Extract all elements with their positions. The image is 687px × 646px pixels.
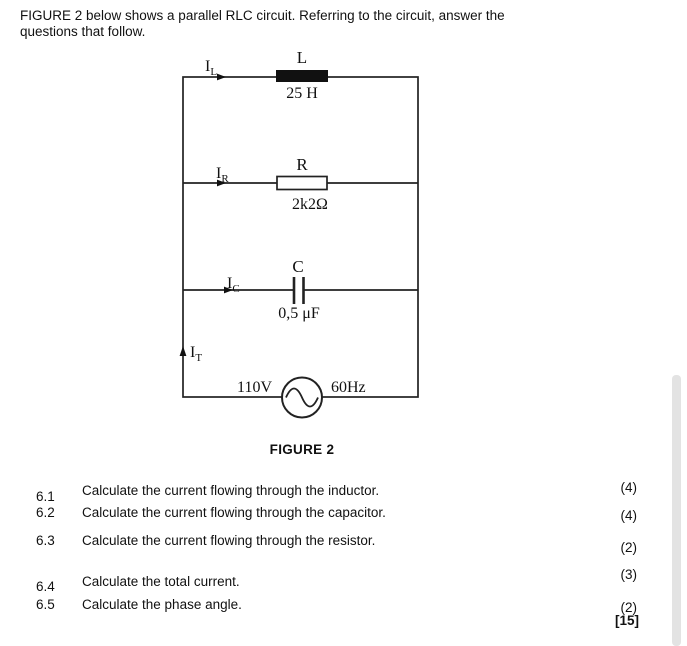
question-marks: (3) [620, 567, 638, 582]
total-current-label: IT [190, 344, 202, 364]
question-text: Calculate the total current. [82, 574, 240, 589]
intro-line-2: questions that follow. [20, 24, 146, 40]
source-frequency: 60Hz [331, 379, 366, 396]
capacitor-current-label: IC [227, 275, 240, 295]
scrollbar-thumb[interactable] [672, 375, 681, 646]
current-symbol-main: I [205, 58, 210, 75]
current-symbol-main: I [227, 275, 232, 292]
question-number: 6.5 [36, 597, 55, 612]
question-text: Calculate the phase angle. [82, 597, 242, 612]
capacitor-current-arrow-icon [224, 286, 233, 294]
current-symbol-sub: C [232, 283, 239, 295]
question-text: Calculate the current flowing through th… [82, 505, 386, 520]
current-symbol-sub: L [210, 66, 217, 78]
question-marks: (2) [620, 600, 638, 615]
circuit-outer-loop [182, 76, 419, 398]
question-text: Calculate the current flowing through th… [82, 533, 376, 548]
intro-line-1: FIGURE 2 below shows a parallel RLC circ… [20, 8, 505, 23]
current-symbol-sub: T [195, 352, 202, 364]
current-symbol-main: I [216, 165, 221, 182]
source-voltage: 110V [237, 379, 272, 396]
question-number: 6.3 [36, 533, 55, 548]
circuit-diagram: IL IR IC IT L 25 H R 2k2Ω C 0,5 μF 110V … [179, 48, 419, 419]
question-marks: (2) [620, 540, 638, 555]
inductor-current-arrow-icon [217, 73, 226, 81]
capacitor-label: C [292, 257, 303, 276]
resistor-current-arrow-icon [217, 179, 226, 187]
question-number: 6.2 [36, 505, 55, 520]
total-current-arrow-icon [179, 346, 187, 356]
resistor-body [276, 175, 328, 191]
current-symbol-sub: R [221, 173, 229, 185]
total-marks: [15] [614, 613, 639, 628]
inductor-label: L [297, 48, 307, 67]
question-text: Calculate the current flowing through th… [82, 483, 380, 498]
question-number: 6.4 [36, 579, 55, 594]
current-symbol-main: I [190, 344, 195, 361]
inductor-value: 25 H [286, 85, 318, 102]
inductor-body [276, 70, 328, 82]
sine-wave-icon [285, 387, 319, 408]
question-marks: (4) [620, 480, 638, 495]
figure-caption: FIGURE 2 [269, 442, 335, 457]
inductor-current-label: IL [205, 58, 217, 78]
resistor-value: 2k2Ω [292, 196, 328, 213]
intro-paragraph: FIGURE 2 below shows a parallel RLC circ… [20, 8, 505, 41]
capacitor-value: 0,5 μF [278, 305, 320, 322]
resistor-current-label: IR [216, 165, 229, 185]
question-number: 6.1 [36, 489, 55, 504]
resistor-label: R [296, 155, 308, 174]
question-marks: (4) [620, 508, 638, 523]
